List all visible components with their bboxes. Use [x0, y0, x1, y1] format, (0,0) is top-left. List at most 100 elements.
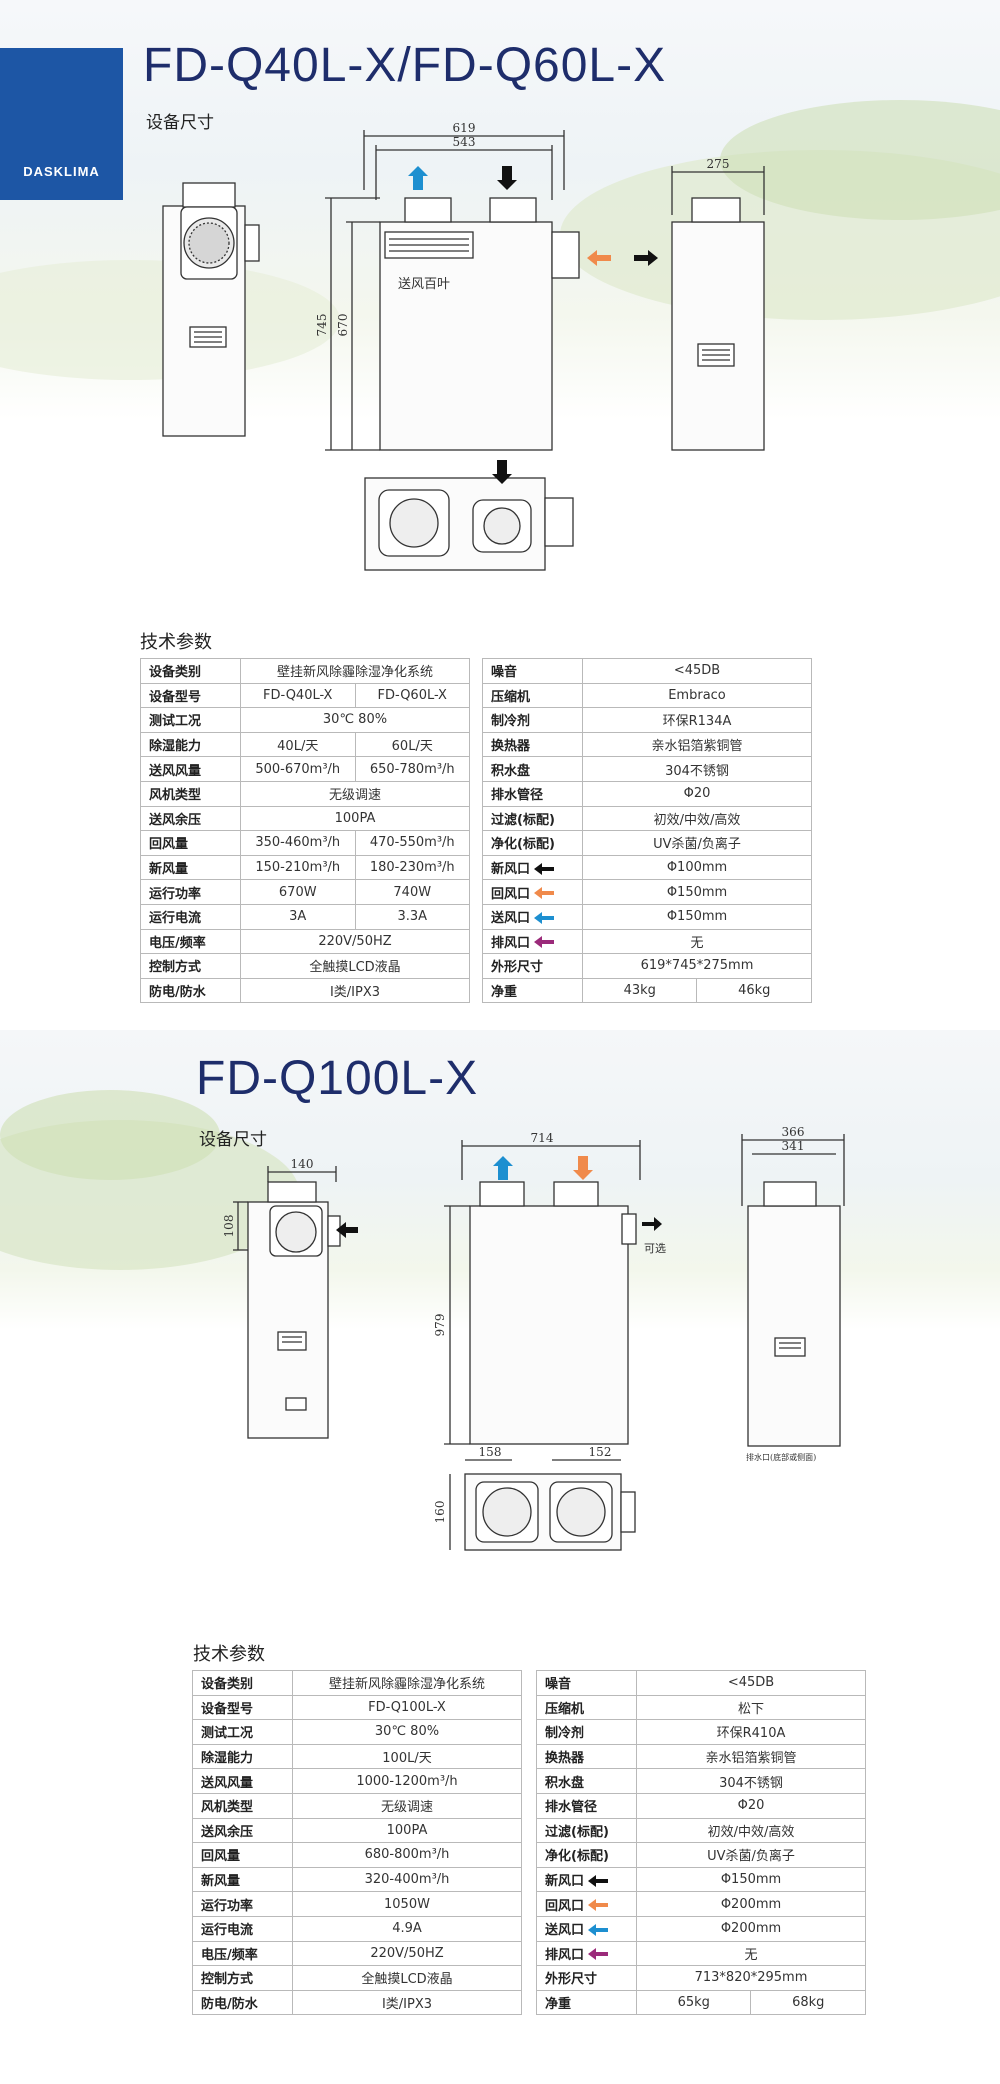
spec-key: 外形尺寸	[482, 953, 583, 979]
spec-key-label: 除湿能力	[201, 1751, 254, 1767]
spec-value: 68kg	[750, 1989, 866, 2016]
right-view-unit	[671, 221, 765, 451]
spec-row: 换热器亲水铝箔紫铜管	[482, 731, 812, 758]
spec-value: 无级调速	[240, 780, 470, 807]
spec-value: 713*820*295mm	[636, 1965, 866, 1991]
spec-value: 46kg	[696, 977, 812, 1004]
spec-key-label: 控制方式	[201, 1972, 254, 1988]
spec-key: 噪音	[536, 1670, 637, 1696]
spec-key-label: 新风口	[491, 862, 531, 878]
spec-value: 220V/50HZ	[292, 1940, 522, 1967]
dim-label: 341	[782, 1139, 805, 1153]
spec-key: 运行电流	[192, 1915, 293, 1942]
spec-key: 净重	[482, 977, 583, 1004]
spec-key-label: 净重	[491, 985, 518, 1001]
spec-value: 3A	[240, 903, 356, 930]
spec-value: 304不锈钢	[582, 756, 812, 782]
dim-label: 140	[291, 1157, 314, 1171]
spec-value: FD-Q100L-X	[292, 1694, 522, 1721]
spec-key: 压缩机	[482, 682, 583, 709]
spec-key-label: 压缩机	[545, 1701, 585, 1717]
spec-key-label: 送风余压	[201, 1824, 254, 1840]
spec-value: Φ150mm	[636, 1866, 866, 1893]
spec-key-label: 换热器	[545, 1751, 585, 1767]
spec-key-label: 除湿能力	[149, 739, 202, 755]
spec-key-label: 制冷剂	[491, 714, 531, 730]
spec-row: 风机类型无级调速	[192, 1792, 522, 1819]
spec-key: 风机类型	[192, 1792, 293, 1819]
spec-key-label: 噪音	[545, 1677, 572, 1693]
right-view-unit	[747, 1205, 841, 1447]
return-arrow	[587, 250, 611, 266]
spec-value: 环保R134A	[582, 707, 812, 733]
spec-key-label: 排水管径	[491, 788, 544, 804]
spec-row: 净化(标配)UV杀菌/负离子	[482, 830, 812, 856]
spec-key-label: 外形尺寸	[491, 960, 544, 976]
spec-heading-2: 技术参数	[193, 1644, 265, 1665]
spec-key: 送风余压	[192, 1817, 293, 1844]
spec-value: 环保R410A	[636, 1719, 866, 1745]
model-title-1: FD-Q40L-X/FD-Q60L-X	[143, 39, 667, 92]
spec-key: 新风口	[482, 854, 583, 881]
spec-key: 防电/防水	[192, 1989, 293, 2016]
dim-label: 979	[433, 1314, 447, 1337]
spec-key-label: 净化(标配)	[545, 1849, 609, 1865]
spec-key-label: 防电/防水	[149, 985, 206, 1001]
spec-value: 100PA	[240, 805, 470, 832]
spec-row: 噪音<45DB	[482, 658, 812, 684]
spec-key-label: 设备型号	[201, 1701, 254, 1717]
spec-value: 619*745*275mm	[582, 953, 812, 979]
spec-key-label: 设备类别	[149, 665, 202, 681]
spec-value: 180-230m³/h	[354, 854, 470, 881]
spec-value: 无	[582, 928, 812, 955]
dim-label: 619	[453, 121, 476, 135]
spec-value: 1050W	[292, 1891, 522, 1917]
spec-value: 40L/天	[240, 731, 356, 758]
spec-key-label: 设备型号	[149, 689, 202, 705]
supply-arrow	[493, 1156, 513, 1180]
spec-key: 净重	[536, 1989, 637, 2016]
spec-key-label: 送风口	[491, 911, 531, 927]
spec-value: 150-210m³/h	[240, 854, 356, 881]
spec-value: 740W	[354, 879, 470, 905]
spec-row: 设备型号 FD-Q100L-X	[192, 1694, 522, 1721]
spec-heading-1: 技术参数	[140, 632, 212, 653]
spec-value: 无	[636, 1940, 866, 1967]
spec-value: I类/IPX3	[240, 977, 470, 1004]
spec-value: 30℃ 80%	[292, 1719, 522, 1745]
spec-key-label: 压缩机	[491, 689, 531, 705]
airflow-arrows-1	[408, 166, 658, 484]
spec-key-label: 防电/防水	[201, 1997, 258, 2013]
spec-row: 排风口无	[482, 928, 812, 955]
spec-key-label: 运行功率	[149, 886, 202, 902]
spec-value: 320-400m³/h	[292, 1866, 522, 1893]
spec-value: Φ150mm	[582, 879, 812, 905]
airflow-arrow-icon	[534, 936, 555, 949]
spec-key-label: 过滤(标配)	[491, 812, 555, 828]
dim-label: 366	[782, 1125, 805, 1139]
spec-key-label: 新风量	[149, 862, 189, 878]
spec-value: 500-670m³/h	[240, 756, 356, 782]
spec-key-label: 电压/频率	[149, 935, 206, 951]
spec-key: 回风量	[140, 830, 241, 856]
airflow-arrow-icon	[588, 1923, 609, 1936]
spec-value: 220V/50HZ	[240, 928, 470, 955]
spec-value: 680-800m³/h	[292, 1842, 522, 1868]
front-view-unit	[379, 221, 553, 451]
